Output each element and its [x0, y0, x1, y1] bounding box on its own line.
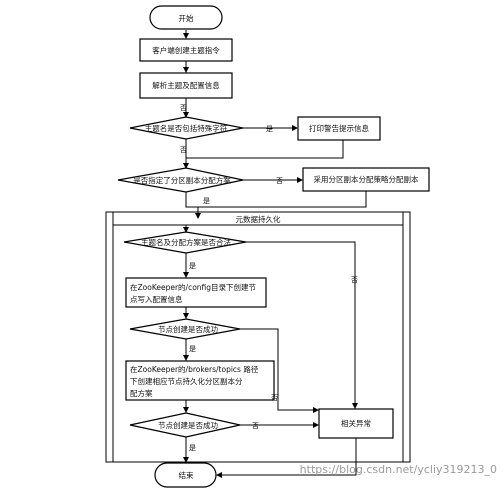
node-zk-brokers: 在ZooKeeper的/brokers/topics 路径 下创建相应节点持久化…	[125, 360, 275, 401]
connectors	[183, 30, 367, 478]
client-cmd-box	[139, 38, 233, 62]
print-warn-box	[297, 116, 381, 141]
arrow-error-to-end	[216, 438, 357, 478]
label-no-special: 否	[180, 146, 187, 154]
node-ok-1: 节点创建是否成功	[129, 318, 241, 340]
zk-brokers-box	[125, 360, 275, 401]
node-parse: 解析主题及配置信息	[139, 72, 233, 99]
zk-config-line2: 点写入配置信息	[130, 294, 183, 304]
label-no-ok1: 否	[271, 394, 278, 402]
label-yes-special: 是	[266, 125, 273, 133]
label-no-plan: 否	[276, 177, 283, 185]
node-ok-1-label: 节点创建是否成功	[158, 324, 218, 334]
node-valid-check: 主题名及分配方案是否合法	[123, 231, 247, 254]
node-ok-2: 节点创建是否成功	[129, 412, 241, 438]
label-no-parse: 否	[180, 104, 187, 112]
zk-brokers-line1: 在ZooKeeper的/brokers/topics 路径	[130, 364, 259, 374]
start-label: 开始	[179, 13, 194, 23]
label-no-valid: 否	[351, 276, 358, 284]
use-strategy-label: 采用分区副本分配策略分配副本	[314, 174, 419, 184]
node-use-strategy: 采用分区副本分配策略分配副本	[302, 167, 430, 192]
has-special-label: 主题名是否包括特殊字符	[145, 123, 228, 133]
node-ok-1-diamond	[129, 318, 241, 340]
end-label: 结束	[179, 470, 194, 480]
label-yes-ok2: 是	[189, 444, 196, 452]
label-no-ok2: 否	[252, 422, 259, 430]
node-end: 结束	[154, 462, 217, 488]
persist-title: 元数据持久化	[236, 214, 281, 224]
persist-group: 元数据持久化	[105, 211, 411, 463]
error-label: 相关异常	[341, 418, 371, 428]
use-strategy-box	[302, 167, 430, 192]
valid-check-diamond	[123, 231, 247, 254]
node-error: 相关异常	[318, 408, 394, 439]
edge-labels: 否 是 否 否 是 是 否 是 否 否 是	[180, 104, 358, 452]
has-special-diamond	[129, 116, 244, 140]
parse-label: 解析主题及配置信息	[152, 80, 220, 90]
has-plan-diamond	[117, 167, 244, 193]
node-start: 开始	[149, 5, 223, 30]
arrow-valid-no	[246, 241, 358, 409]
start-terminal	[149, 5, 223, 30]
node-print-warn: 打印警告提示信息	[297, 116, 381, 141]
end-terminal	[154, 462, 217, 488]
node-has-plan: 是否指定了分区副本分配方案	[117, 167, 244, 193]
has-plan-label: 是否指定了分区副本分配方案	[133, 175, 231, 185]
node-has-special: 主题名是否包括特殊字符	[129, 116, 244, 140]
arrow-warn-merge	[186, 140, 344, 159]
zk-config-line1: 在ZooKeeper的/config目录下创建节	[130, 282, 257, 292]
label-yes-plan: 是	[203, 197, 210, 205]
watermark-text: https://blog.csdn.net/ycliy319213_0	[300, 463, 497, 476]
label-yes-ok1: 是	[189, 345, 196, 353]
label-yes-valid: 是	[189, 262, 196, 270]
client-cmd-label: 客户端创建主题指令	[152, 45, 220, 55]
zk-config-box	[125, 277, 267, 308]
arrow-plan-yes	[185, 192, 198, 208]
node-ok-2-label: 节点创建是否成功	[158, 420, 218, 430]
node-ok-2-diamond	[129, 412, 241, 438]
node-client-cmd: 客户端创建主题指令	[139, 38, 233, 62]
node-zk-config: 在ZooKeeper的/config目录下创建节 点写入配置信息	[125, 277, 267, 308]
parse-box	[139, 72, 233, 99]
valid-check-label: 主题名及分配方案是否合法	[141, 237, 231, 247]
persist-frame	[105, 211, 411, 463]
arrow-check1-no	[240, 328, 319, 413]
zk-brokers-line2: 下创建相应节点持久化分区副本分	[130, 376, 243, 386]
zk-brokers-line3: 配方案	[130, 388, 153, 398]
arrow-strategy-merge	[198, 191, 367, 208]
print-warn-label: 打印警告提示信息	[309, 123, 369, 133]
error-box	[318, 408, 394, 439]
